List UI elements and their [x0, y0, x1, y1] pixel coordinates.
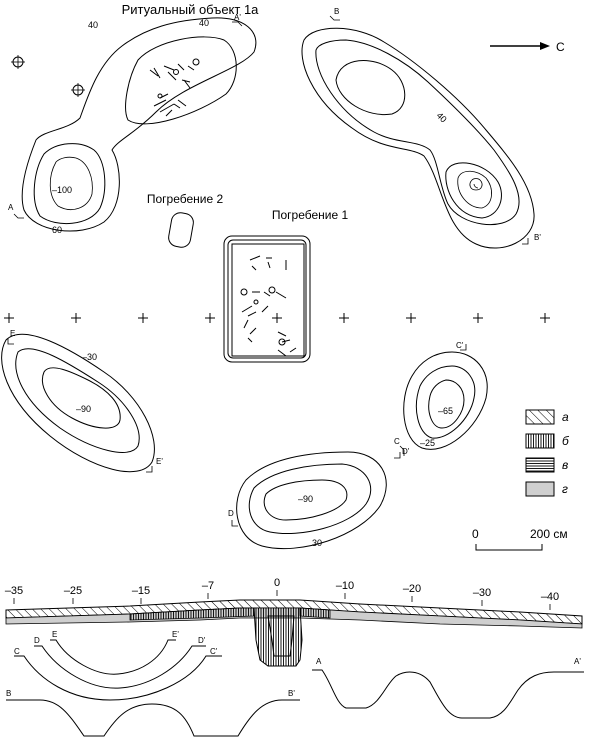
profile-tick-label: –25: [64, 585, 82, 597]
ritual-object-contours: [21, 17, 257, 232]
profile-tick-label: 0: [274, 577, 280, 589]
contour-label: 40: [199, 18, 209, 28]
contour-label: –100: [52, 185, 72, 195]
contour-label: –30: [82, 352, 97, 362]
contour-label: 40: [435, 110, 449, 124]
section-letter: D': [402, 447, 410, 456]
section-letter: A: [316, 657, 322, 666]
section-profiles: D D' E E' C C' B B' A A': [6, 630, 584, 737]
grid-markers: [4, 313, 550, 323]
legend-swatch-horizontal: [525, 457, 555, 473]
section-letter: A': [234, 13, 241, 22]
scale-end: 200 см: [530, 527, 568, 541]
burial-2-label: Погребение 2: [147, 192, 224, 206]
section-letter: C': [210, 647, 218, 656]
legend-key: в: [562, 458, 568, 472]
section-letter: B: [334, 7, 339, 16]
feature-c-contours: [403, 351, 488, 450]
scale-bar: 0 200 см: [472, 527, 568, 551]
section-letter: C': [456, 341, 464, 350]
legend-swatch-vertical: [525, 433, 555, 449]
profile-tick-label: –20: [403, 583, 421, 595]
profile-section: [5, 599, 583, 667]
scale-start: 0: [472, 527, 479, 541]
profile-tick-label: –15: [132, 585, 150, 597]
section-letter: C: [14, 647, 20, 656]
north-label: С: [556, 40, 565, 54]
section-letter: B': [534, 233, 541, 242]
ritual-object-bones: [149, 58, 200, 117]
section-letter: A: [8, 203, 14, 212]
contour-label: 30: [312, 538, 322, 548]
section-letter: E': [172, 630, 179, 639]
section-letter: B': [288, 689, 295, 698]
north-arrow-icon: [490, 42, 550, 50]
legend-key: г: [562, 482, 568, 496]
profile-tick-label: –7: [202, 580, 214, 592]
section-letter: D: [228, 509, 234, 518]
profile-tick-label: –10: [336, 580, 354, 592]
legend-swatch-hatch: [525, 409, 555, 425]
section-letter: E: [52, 630, 57, 639]
legend-key: б: [562, 434, 570, 448]
legend: а б в г: [525, 409, 570, 497]
profile-tick-label: –35: [5, 585, 23, 597]
ritual-object-title: Ритуальный объект 1а: [122, 2, 260, 17]
burial-1-pit: [223, 235, 311, 363]
contour-label: 40: [88, 20, 98, 30]
feature-e-contours: [1, 333, 155, 473]
contour-label: –25: [420, 438, 435, 448]
section-letter: B: [6, 689, 11, 698]
profile-tick-label: –30: [473, 587, 491, 599]
profile-ticks: –35 –25 –15 –7 0 –10 –20 –30 –40: [5, 577, 559, 610]
contour-label: –65: [438, 406, 453, 416]
burial-1-label: Погребение 1: [272, 208, 349, 222]
section-letter: D': [198, 636, 206, 645]
profile-tick-label: –40: [541, 591, 559, 603]
contour-label: 60: [52, 225, 62, 235]
burial-2-pit: [168, 212, 194, 248]
survey-markers: [11, 55, 85, 97]
legend-swatch-gray: [525, 481, 555, 497]
section-letter: A': [574, 657, 581, 666]
feature-b-contours: [301, 27, 535, 249]
section-letter: E': [156, 457, 163, 466]
section-letter: D: [34, 636, 40, 645]
section-letter: E: [10, 329, 15, 338]
section-letter: C: [394, 437, 400, 446]
legend-key: а: [562, 410, 569, 424]
feature-d-contours: [236, 451, 387, 550]
burial-1-skeleton: [240, 255, 297, 357]
contour-label: –90: [76, 404, 91, 414]
contour-label: –90: [298, 494, 313, 504]
